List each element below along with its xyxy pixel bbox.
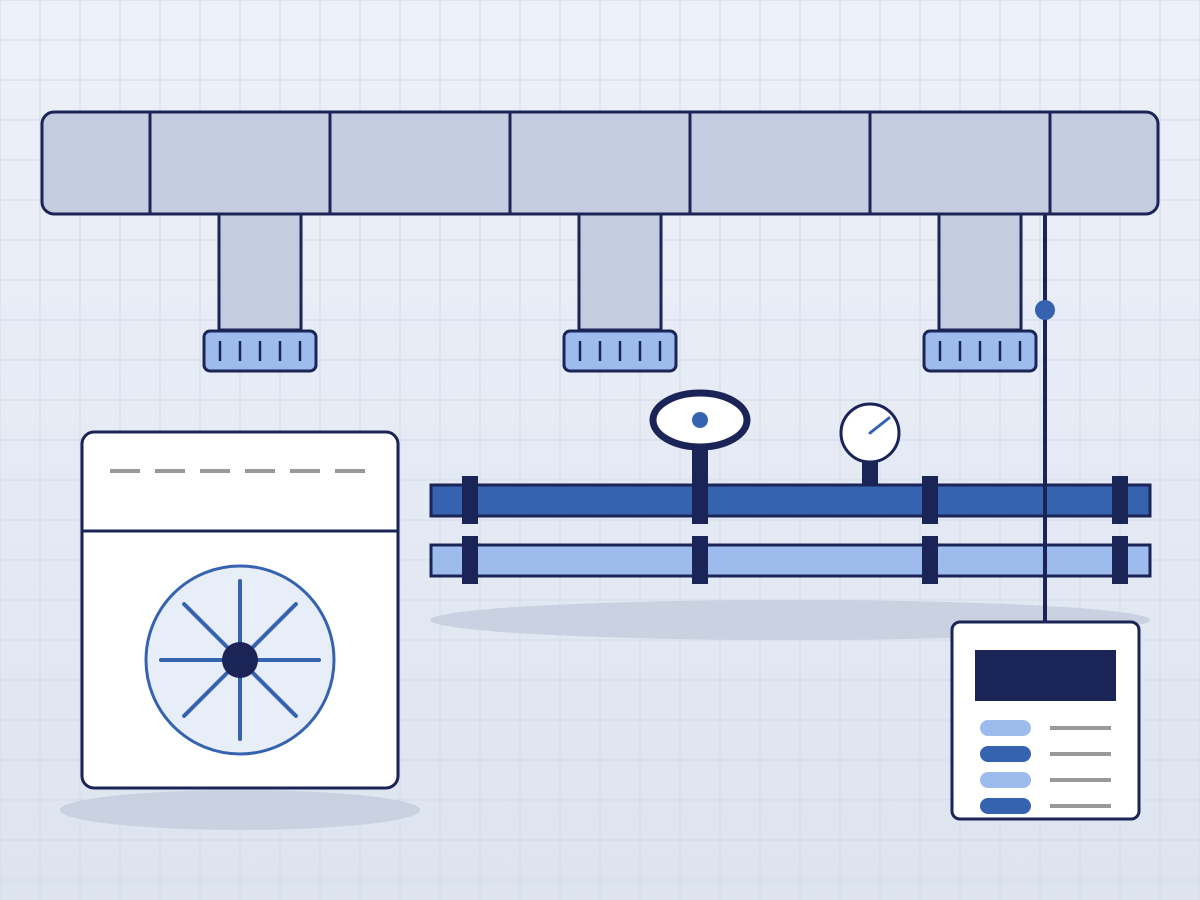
- pipe-flange: [462, 536, 478, 584]
- pipe-flange: [922, 536, 938, 584]
- drop-duct: [577, 212, 663, 332]
- thermostat-indicator-pill: [980, 772, 1031, 788]
- supply-pipe: [429, 483, 1152, 518]
- duct-drop: [922, 212, 1038, 373]
- pipe-flange: [692, 536, 708, 584]
- condenser-shadow: [60, 790, 420, 830]
- duct-joints: [148, 112, 1052, 214]
- duct-drop: [202, 212, 318, 373]
- duct-body: [40, 110, 1160, 216]
- main-duct: [40, 110, 1160, 216]
- gauge-icon: [839, 402, 901, 486]
- thermostat-indicator-pill: [980, 720, 1031, 736]
- gauge-stem: [862, 458, 878, 486]
- thermostat-screen: [975, 650, 1116, 701]
- pipe-flange: [1112, 476, 1128, 524]
- drop-duct: [937, 212, 1023, 332]
- return-pipe: [429, 543, 1152, 578]
- thermostat-indicator-pill: [980, 746, 1031, 762]
- thermostat-indicator-pill: [980, 798, 1031, 814]
- pipe-flange: [462, 476, 478, 524]
- wire-junction: [1035, 300, 1055, 320]
- duct-drop: [562, 212, 678, 373]
- thermostat-panel: [950, 620, 1141, 821]
- valve-handle-icon: [649, 389, 751, 488]
- fan-hub: [222, 642, 258, 678]
- duct-drops: [202, 212, 1038, 373]
- pipe-flanges: [462, 476, 1128, 584]
- control-wire: [1035, 214, 1055, 624]
- pipe-assembly: [429, 476, 1152, 584]
- pipe-flange: [922, 476, 938, 524]
- fan-icon: [144, 564, 336, 756]
- pipe-flange: [1112, 536, 1128, 584]
- gauge-needle: [868, 416, 891, 435]
- thermostat-indicators: [980, 720, 1111, 814]
- condenser-unit: [80, 430, 400, 790]
- drop-duct: [217, 212, 303, 332]
- valve-stem: [692, 440, 708, 488]
- valve-center: [692, 412, 708, 428]
